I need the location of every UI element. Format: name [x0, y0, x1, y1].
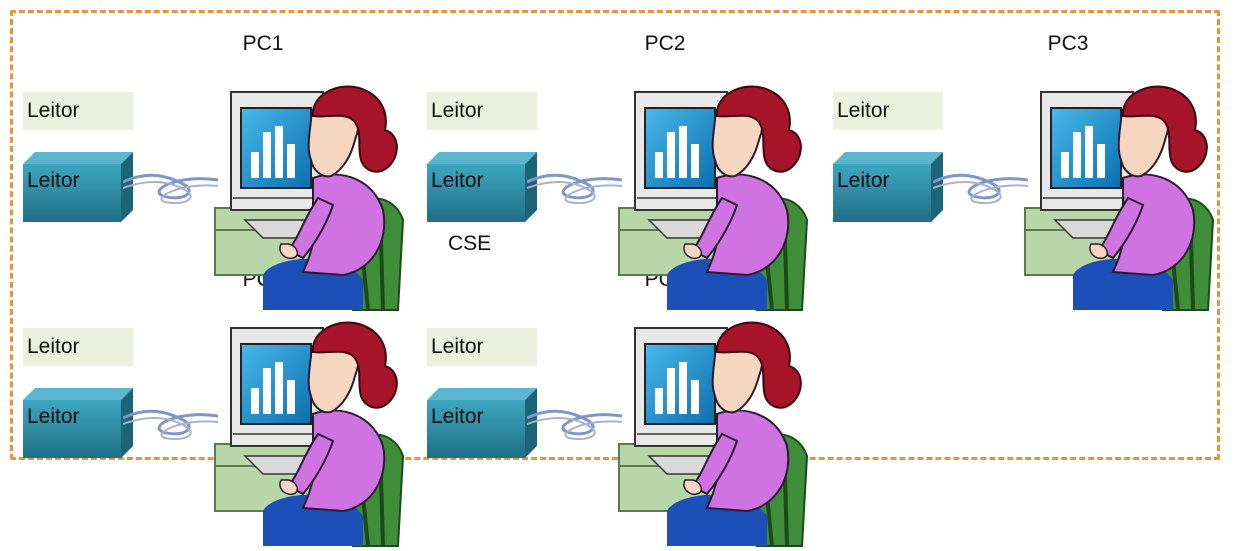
reader-device-label: Leitor [431, 405, 484, 428]
person-at-computer-icon [213, 84, 405, 312]
station-pc2: Leitor Leitor [427, 84, 809, 312]
station-pc1: Leitor Leitor [23, 84, 405, 312]
reader-label: Leitor [23, 328, 133, 366]
station-pc4: Leitor Leitor [23, 320, 405, 548]
reader-label: Leitor [833, 92, 943, 130]
cse-label: CSE [448, 232, 492, 255]
reader-label: Leitor [427, 328, 537, 366]
person-at-computer-icon [617, 320, 809, 548]
reader-device-label: Leitor [431, 169, 484, 192]
person-at-computer-icon [1023, 84, 1215, 312]
person-at-computer-icon [617, 84, 809, 312]
reader-device-label: Leitor [27, 405, 80, 428]
reader-label: Leitor [23, 92, 133, 130]
reader-device-label: Leitor [27, 169, 80, 192]
person-at-computer-icon [213, 320, 405, 548]
pc-title-2: PC2 [644, 32, 686, 55]
diagram-frame [10, 10, 1220, 460]
reader-device-label: Leitor [837, 169, 890, 192]
pc-title-3: PC3 [1047, 32, 1089, 55]
pc-title-1: PC1 [242, 32, 284, 55]
reader-label: Leitor [427, 92, 537, 130]
station-pc5: Leitor Leitor [427, 320, 809, 548]
station-pc3: Leitor Leitor [833, 84, 1215, 312]
